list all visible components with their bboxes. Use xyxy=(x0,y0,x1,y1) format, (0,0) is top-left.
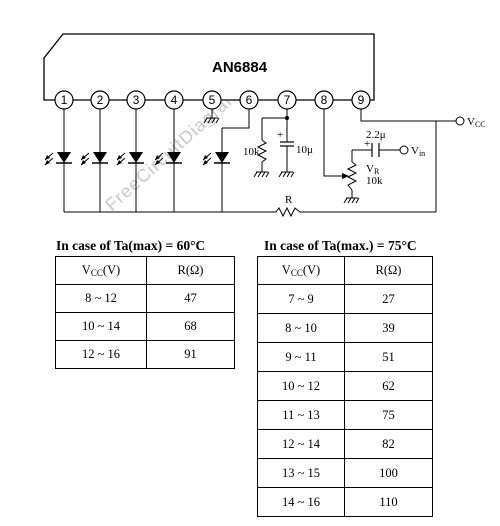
vcc-cell: 12 ~ 16 xyxy=(55,340,147,369)
r-cell: 82 xyxy=(344,429,433,459)
vr-label: VR xyxy=(366,163,380,176)
left-table: VCC(V) R(Ω) 8 ~ 12 47 10 ~ 14 68 12 ~ 16… xyxy=(55,256,235,369)
led-1 xyxy=(44,151,73,166)
vcc-cell: 10 ~ 12 xyxy=(257,371,345,401)
r-cell: 39 xyxy=(344,313,433,343)
vcc-cell: 9 ~ 11 xyxy=(257,342,345,372)
left-table-caption: In case of Ta(max) = 60°C xyxy=(56,238,206,253)
table-row: 10 ~ 12 62 xyxy=(257,371,433,401)
vcc-cell: 12 ~ 14 xyxy=(257,429,345,459)
led-2 xyxy=(80,151,109,166)
r-cell: 68 xyxy=(146,312,235,341)
pin-6: 6 xyxy=(246,93,253,107)
r-cell: 27 xyxy=(344,284,433,314)
table-row: 10 ~ 14 68 xyxy=(55,312,235,341)
pin-5: 5 xyxy=(209,93,216,107)
vin-label: Vin xyxy=(411,145,425,158)
potentiometer-vr xyxy=(346,161,358,191)
vcc-cell: 11 ~ 13 xyxy=(257,400,345,430)
pin-7: 7 xyxy=(284,93,291,107)
chip-label: AN6884 xyxy=(212,59,268,76)
r-cell: 75 xyxy=(344,400,433,430)
capacitor-10u-plus: + xyxy=(277,129,283,141)
circuit-schematic: FreeCircuitDiagram.Com AN6884 1 2 3 4 5 … xyxy=(43,33,486,218)
pin-circles xyxy=(54,90,371,110)
vcc-label: VCC xyxy=(467,116,486,129)
vcc-cell: 14 ~ 16 xyxy=(257,487,345,517)
right-table-caption: In case of Ta(max.) = 75°C xyxy=(264,238,417,253)
table-row: 9 ~ 11 51 xyxy=(257,342,433,372)
vcc-cell: 8 ~ 10 xyxy=(257,313,345,343)
right-header-vcc: VCC(V) xyxy=(257,256,345,285)
table-row: 12 ~ 14 82 xyxy=(257,429,433,459)
resistor-10k xyxy=(256,139,268,163)
r-cell: 51 xyxy=(344,342,433,372)
resistor-10k-label: 10k xyxy=(243,146,260,158)
vcc-cell: 13 ~ 15 xyxy=(257,458,345,488)
table-row: 8 ~ 10 39 xyxy=(257,313,433,343)
left-header-r: R(Ω) xyxy=(146,256,235,285)
capacitor-2u2-label: 2.2μ xyxy=(366,129,386,141)
led-3 xyxy=(116,151,145,166)
vcc-cell: 7 ~ 9 xyxy=(257,284,345,314)
junction-dot xyxy=(285,116,289,120)
left-header-vcc: VCC(V) xyxy=(55,256,147,285)
table-row: 8 ~ 12 47 xyxy=(55,284,235,313)
vcc-cell: 8 ~ 12 xyxy=(55,284,147,313)
r-cell: 47 xyxy=(146,284,235,313)
r-cell: 100 xyxy=(344,458,433,488)
table-row: 12 ~ 16 91 xyxy=(55,340,235,369)
led-5 xyxy=(202,151,231,166)
right-header-r: R(Ω) xyxy=(344,256,433,285)
r-cell: 62 xyxy=(344,371,433,401)
pin-8: 8 xyxy=(321,93,328,107)
ic-package: AN6884 xyxy=(43,33,375,101)
pin-3: 3 xyxy=(133,93,140,107)
table-row: 11 ~ 13 75 xyxy=(257,400,433,430)
potentiometer-wiper-arrow xyxy=(342,173,349,179)
pin-9: 9 xyxy=(358,93,365,107)
capacitor-2u2 xyxy=(371,143,380,157)
vcc-cell: 10 ~ 14 xyxy=(55,312,147,341)
pin-2: 2 xyxy=(97,93,104,107)
pin-1: 1 xyxy=(61,93,68,107)
capacitor-2u2-plus: + xyxy=(364,138,370,150)
table-row: 14 ~ 16 110 xyxy=(257,487,433,517)
resistor-r-label: R xyxy=(285,194,293,206)
r-cell: 91 xyxy=(146,340,235,369)
vin-terminal xyxy=(399,145,409,155)
pin-4: 4 xyxy=(171,93,178,107)
r-cell: 110 xyxy=(344,487,433,517)
vcc-terminal xyxy=(455,116,465,126)
right-table: VCC(V) R(Ω) 7 ~ 9 27 8 ~ 10 39 9 ~ 11 51… xyxy=(257,256,433,517)
ground-resistor xyxy=(253,171,270,178)
table-row: 7 ~ 9 27 xyxy=(257,284,433,314)
capacitor-10u xyxy=(280,141,294,147)
resistor-r xyxy=(275,206,301,218)
table-row: 13 ~ 15 100 xyxy=(257,458,433,488)
ground-capacitor xyxy=(278,171,295,178)
ground-vr xyxy=(343,197,360,204)
capacitor-10u-label: 10μ xyxy=(296,144,313,156)
vr-value-label: 10k xyxy=(366,175,383,187)
